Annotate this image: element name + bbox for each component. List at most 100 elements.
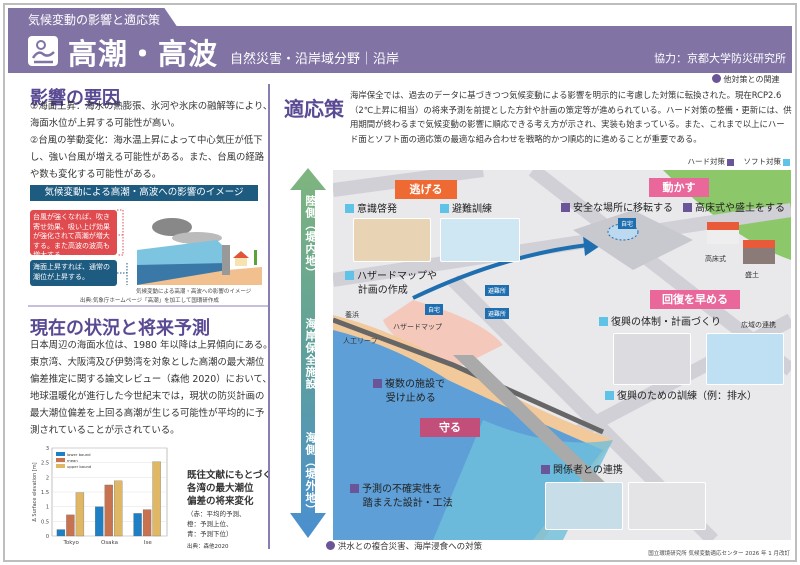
chart-note: 橙：予測上位、	[187, 520, 233, 528]
y-tick-label: 2.5	[41, 461, 49, 467]
legend-soft-label: ソフト対策	[743, 157, 782, 166]
item-label: 高床式や盛土をする	[695, 203, 785, 214]
axis-coastal-facility: 海岸保全施設	[304, 318, 317, 390]
axis-land-side: 陸側（堤内地）	[304, 195, 317, 279]
page-title: 高潮・高波	[68, 37, 219, 71]
item-label: 安全な場所に移転する	[573, 203, 673, 214]
map-label-hazard-map: ハザードマップ	[393, 323, 442, 331]
axis-sea-side: 海側（堤外地）	[304, 432, 317, 516]
soft-marker	[345, 271, 354, 280]
category-move: 動かす	[649, 178, 709, 197]
map-label-reef: 人工リーフ	[343, 337, 378, 345]
legend-swatch	[56, 458, 65, 462]
bar-upper-bound	[152, 461, 161, 537]
item-label: 計画の作成	[357, 285, 408, 296]
chart-caption: 既往文献にもとづく 各湾の最大潮位 偏差の将来変化	[187, 469, 272, 508]
stakeholders-photo-1	[545, 482, 623, 530]
x-tick-label: Osaka	[101, 540, 118, 546]
current-line: 東京湾、大阪湾及び伊勢湾を対象とした高潮の最大潮位	[30, 357, 265, 368]
location-pin-icon	[712, 74, 721, 83]
current-text: 日本周辺の海面水位は、1980 年以降は上昇傾向にある。 東京湾、大阪湾及び伊勢…	[30, 337, 273, 439]
legend-hard-swatch	[726, 158, 734, 166]
item-label: 受け止める	[385, 393, 436, 404]
related-link[interactable]: 他対策との関連	[712, 74, 779, 85]
bar-lower-bound	[56, 529, 66, 537]
chart-notes: （赤：平均的予測、 橙：予測上位、 青：予測下位）	[187, 509, 246, 539]
legend-swatch	[56, 452, 65, 456]
footer-related-link[interactable]: 洪水との複合災害、海岸浸食への対策	[326, 540, 482, 552]
hard-marker	[350, 484, 359, 493]
recovery-plan-photo	[613, 333, 691, 385]
sea-level-effect-box: 海面上昇すれば、通常の潮位が上昇する。	[30, 260, 117, 286]
impact-heading: 影響の要因	[30, 88, 120, 109]
legend-label: lower bound	[67, 452, 91, 457]
y-tick-label: 2	[46, 475, 49, 481]
section-divider	[28, 305, 268, 307]
storm-surge-icon	[28, 36, 58, 66]
category-protect: 守る	[420, 418, 480, 437]
item-wide-area: 広域の連携	[741, 321, 776, 329]
hard-marker	[541, 465, 550, 474]
category-label: 気候変動の影響と適応策	[28, 13, 161, 27]
current-line: 日本周辺の海面水位は、1980 年以降は上昇傾向にある。	[30, 340, 273, 351]
item-label: ハザードマップや	[357, 271, 437, 282]
item-label: 複数の施設で	[385, 379, 445, 390]
item-stakeholders: 関係者との連携	[541, 464, 623, 478]
wide-area-photo	[706, 333, 784, 385]
map-label-embankment: 盛土	[745, 271, 759, 279]
bar-upper-bound	[75, 492, 85, 537]
item-label: 復興のための訓練（例：排水）	[617, 391, 757, 402]
adaptation-heading: 適応策	[284, 97, 344, 121]
y-tick-label: 1	[46, 505, 49, 511]
measure-legend: ハード対策 ソフト対策	[687, 156, 790, 167]
current-line: 最大潮位偏差を上回る高潮が生じる可能性が平均的に予	[30, 408, 265, 419]
bar-mean	[66, 514, 75, 537]
hard-marker	[683, 203, 692, 212]
map-label-home: 自宅	[618, 218, 637, 229]
y-tick-label: 1.5	[41, 490, 49, 496]
impact-image-title: 気候変動による高潮・高波への影響のイメージ	[30, 185, 258, 201]
x-tick-label: Tokyo	[62, 540, 79, 546]
impact-text: ①海面上昇：海水の熱膨張、氷河や氷床の融解等により、 海面水位が上昇する可能性が…	[30, 98, 272, 183]
item-awareness: 意識啓発	[345, 203, 397, 217]
item-recovery-plan: 復興の体制・計画づくり	[599, 316, 721, 330]
chart-note: （赤：平均的予測、	[187, 510, 246, 518]
header-band	[8, 26, 792, 73]
impact-line: し、強い台風が増える可能性がある。また、台風の経路	[30, 152, 265, 163]
item-label: 避難訓練	[452, 204, 492, 215]
chart-note: 青：予測下位）	[187, 530, 233, 538]
chart-caption-line: 各湾の最大潮位	[187, 483, 254, 494]
chart-caption-line: 偏差の将来変化	[187, 496, 254, 507]
chart-caption-line: 既往文献にもとづく	[187, 470, 272, 481]
impact-line: 海面水位が上昇する可能性が高い。	[30, 118, 181, 129]
embankment-house-icon	[743, 240, 775, 264]
page-frame	[3, 3, 797, 562]
item-hazard-map: ハザードマップや 計画の作成	[345, 270, 437, 298]
item-label: 意識啓発	[357, 204, 397, 215]
y-tick-label: 0	[46, 534, 49, 540]
category-tab	[8, 8, 178, 28]
impact-image-caption: 気候変動による高潮・高波への影響のイメージ	[136, 289, 252, 295]
cooperation-credit: 協力：京都大学防災研究所	[654, 52, 786, 65]
bar-lower-bound	[133, 513, 142, 537]
column-divider	[268, 84, 270, 549]
location-pin-icon	[326, 541, 335, 550]
current-line: 偏差推定に関する論文レビュー（森他 2020）において、	[30, 374, 272, 385]
x-tick-label: Ise	[144, 540, 152, 546]
item-label: 踏まえた設計・工法	[362, 498, 453, 509]
item-drill: 避難訓練	[440, 203, 492, 217]
bar-mean	[142, 509, 152, 537]
map-label-home: 自宅	[425, 304, 444, 315]
legend-label: upper bound	[67, 464, 92, 469]
item-label: 復興の体制・計画づくり	[611, 317, 721, 328]
publisher-credit: 国立環境研究所 気候変動適応センター 2026 年 1 月改訂	[648, 551, 790, 557]
drill-photo	[440, 218, 520, 262]
impact-line: や数も変化する可能性がある。	[30, 169, 162, 180]
item-elevate: 高床式や盛土をする	[683, 202, 785, 216]
chart-source: 出典：森他2020	[187, 544, 229, 550]
bar-lower-bound	[95, 506, 104, 537]
legend-hard-label: ハード対策	[687, 157, 725, 166]
storm-surge-illustration	[117, 209, 262, 285]
map-label-shelter: 避難所	[485, 308, 510, 319]
stakeholders-photo-2	[628, 482, 706, 530]
